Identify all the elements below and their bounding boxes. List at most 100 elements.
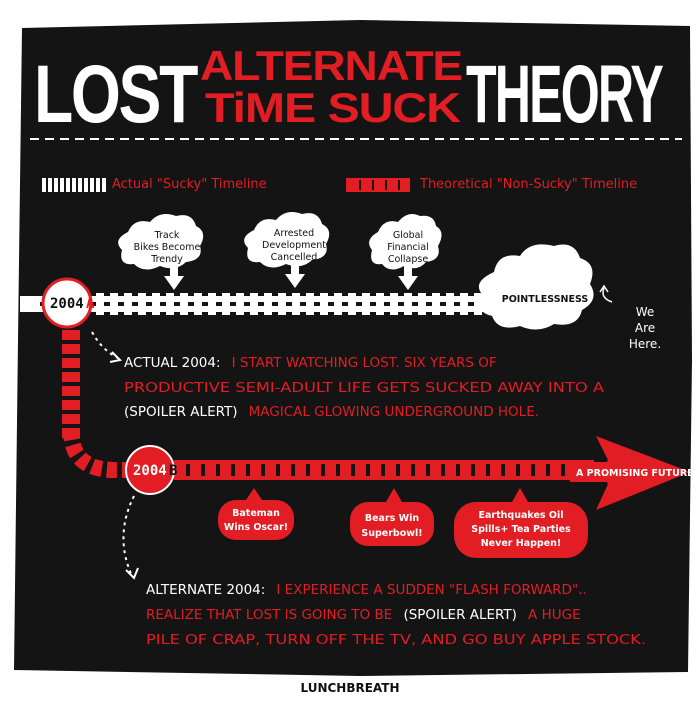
track-tie bbox=[348, 293, 356, 315]
track-tie bbox=[62, 330, 80, 340]
legend-tie bbox=[66, 178, 70, 192]
legend-gap bbox=[372, 180, 374, 190]
track-tie bbox=[250, 293, 258, 315]
title-time-suck: TiME SUCK bbox=[205, 84, 461, 131]
track-gap bbox=[486, 464, 490, 476]
event-label: Wins Oscar! bbox=[224, 522, 288, 533]
actual-2004-description: ACTUAL 2004: I START WATCHING LOST. SIX … bbox=[124, 352, 605, 420]
track-gap bbox=[471, 464, 475, 476]
node-letter: A bbox=[86, 296, 95, 312]
event-label: Bikes Become bbox=[134, 242, 201, 253]
track-tie bbox=[278, 293, 286, 315]
actual-timeline: Track Bikes Become Trendy Arrested Devel… bbox=[20, 212, 661, 351]
title-alternate: ALTERNATE bbox=[200, 42, 462, 89]
legend-tie bbox=[84, 178, 88, 192]
track-tie bbox=[390, 293, 398, 315]
alternate-2004-description: ALTERNATE 2004: I EXPERIENCE A SUDDEN "F… bbox=[146, 579, 646, 648]
track-gap bbox=[456, 464, 460, 476]
here-label: Here. bbox=[629, 337, 661, 351]
legend-tie bbox=[90, 178, 94, 192]
start-node-2004a: 2004 A bbox=[41, 277, 95, 329]
event-label: Financial bbox=[387, 242, 429, 253]
track-gap bbox=[336, 464, 340, 476]
track-gap bbox=[561, 464, 565, 476]
node-year: 2004 bbox=[50, 296, 84, 312]
event-label: Superbowl! bbox=[361, 528, 422, 539]
track-tie bbox=[418, 293, 426, 315]
connector-alternate bbox=[122, 495, 135, 577]
pointlessness-cloud: POINTLESSNESS bbox=[478, 244, 594, 330]
header: LOST ALTERNATE TiME SUCK THEORY bbox=[34, 42, 666, 140]
actual-heading: ACTUAL 2004: bbox=[124, 355, 221, 371]
track-tie bbox=[166, 293, 174, 315]
svg-text:ACTUAL 2004: I START WAT: ACTUAL 2004: I START WATCHING LOST. SIX … bbox=[124, 352, 497, 371]
track-tie bbox=[236, 293, 244, 315]
track-tie bbox=[432, 293, 440, 315]
track-gap bbox=[366, 464, 370, 476]
event-label: Trendy bbox=[150, 254, 183, 265]
here-label: We bbox=[636, 305, 655, 319]
svg-text:REALIZE THAT LOST IS GOING TO: REALIZE THAT LOST IS GOING TO BE (SPOILE… bbox=[146, 604, 581, 623]
alternate-text: REALIZE THAT LOST IS GOING TO BE bbox=[146, 607, 392, 623]
spoiler-alert: (SPOILER ALERT) bbox=[124, 404, 238, 420]
track-tie bbox=[376, 293, 384, 315]
event-label: Cancelled bbox=[271, 252, 318, 263]
event-label: Bateman bbox=[232, 508, 280, 519]
svg-text:(SPOILER ALERT) MAGICAL: (SPOILER ALERT) MAGICAL GLOWING UNDERGRO… bbox=[124, 401, 539, 420]
legend-theoretical-label: Theoretical "Non-Sucky" Timeline bbox=[419, 177, 637, 192]
legend-tie bbox=[72, 178, 76, 192]
legend-tie bbox=[78, 178, 82, 192]
event-label: Arrested bbox=[274, 228, 314, 239]
track-tie bbox=[110, 293, 118, 315]
legend-theoretical-swatch bbox=[346, 178, 410, 192]
track-gap bbox=[426, 464, 430, 476]
track-gap bbox=[516, 464, 520, 476]
title-theory: THEORY bbox=[466, 49, 663, 140]
track-gap bbox=[276, 464, 280, 476]
we-are-here-note: We Are Here. bbox=[599, 284, 661, 351]
alternate-track bbox=[62, 330, 594, 480]
actual-text: MAGICAL GLOWING UNDERGROUND HOLE. bbox=[249, 404, 539, 420]
actual-event-financial-collapse: Global Financial Collapse bbox=[369, 214, 442, 290]
track-tie bbox=[62, 414, 80, 424]
legend-bar bbox=[346, 178, 410, 192]
alt-event-bateman: Bateman Wins Oscar! bbox=[218, 488, 294, 540]
legend-actual-label: Actual "Sucky" Timeline bbox=[112, 177, 267, 192]
legend-actual-swatch bbox=[42, 178, 106, 192]
track-tie bbox=[62, 400, 80, 410]
alternate-text: I EXPERIENCE A SUDDEN "FLASH FORWARD".. bbox=[276, 582, 586, 598]
track-tie bbox=[62, 386, 80, 396]
track-gap bbox=[186, 464, 190, 476]
event-label: Track bbox=[154, 230, 180, 241]
track-gap bbox=[441, 464, 445, 476]
legend-tie bbox=[42, 178, 46, 192]
track-gap bbox=[396, 464, 400, 476]
track-tie bbox=[404, 293, 412, 315]
track-tie bbox=[264, 293, 272, 315]
legend-tie bbox=[102, 178, 106, 192]
legend-gap bbox=[398, 180, 400, 190]
event-label: Collapse bbox=[388, 254, 429, 265]
track-tie bbox=[96, 293, 104, 315]
track-gap bbox=[321, 464, 325, 476]
track-gap bbox=[381, 464, 385, 476]
track-tie bbox=[152, 293, 160, 315]
track-tie bbox=[474, 293, 482, 315]
track-tie bbox=[446, 293, 454, 315]
actual-text: I START WATCHING LOST. SIX YEARS OF bbox=[232, 355, 497, 371]
track-tie bbox=[334, 293, 342, 315]
svg-text:ALTERNATE 2004: I EXPERI: ALTERNATE 2004: I EXPERIENCE A SUDDEN "F… bbox=[146, 579, 587, 598]
event-label: Never Happen! bbox=[481, 538, 562, 549]
legend-tie bbox=[54, 178, 58, 192]
alt-event-bears: Bears Win Superbowl! bbox=[350, 488, 434, 546]
track-gap bbox=[231, 464, 235, 476]
actual-event-arrested-development: Arrested Development Cancelled bbox=[244, 212, 330, 288]
track-gap bbox=[246, 464, 250, 476]
track-tie bbox=[460, 293, 468, 315]
node-year: 2004 bbox=[133, 463, 167, 479]
event-label: Spills+ Tea Parties bbox=[471, 524, 571, 535]
event-label: Bears Win bbox=[365, 513, 419, 524]
track-tie bbox=[292, 293, 300, 315]
legend-tie bbox=[60, 178, 64, 192]
